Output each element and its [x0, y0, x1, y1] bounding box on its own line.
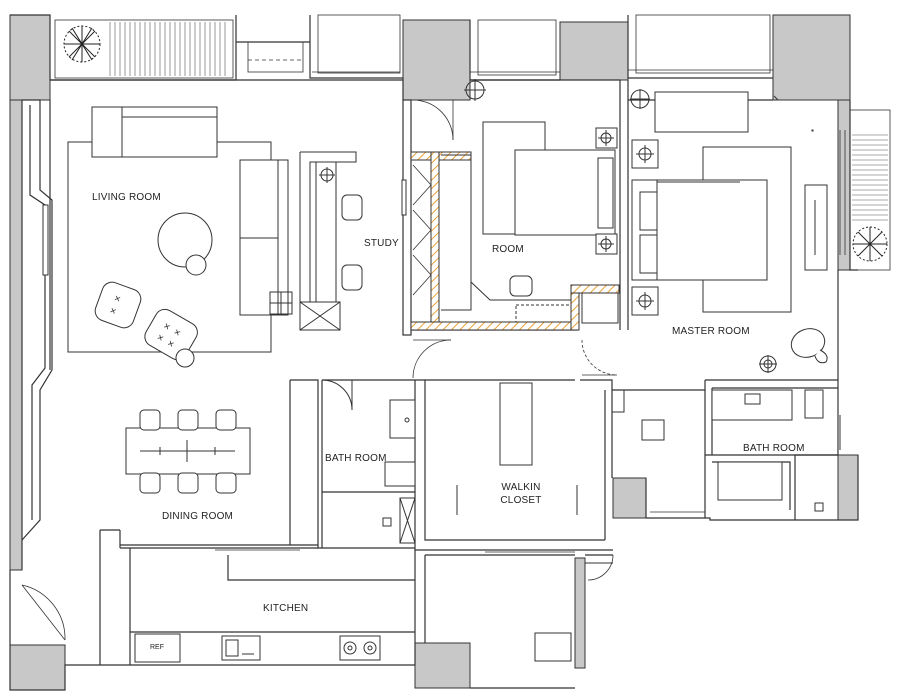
- master-room-furniture: [630, 89, 828, 373]
- study-furniture: [299, 151, 407, 331]
- room-label-bath-room-right: BATH ROOM: [743, 443, 805, 454]
- plant-top-left-icon: [63, 25, 101, 63]
- right-balcony: [849, 109, 891, 271]
- walkin-fixtures: [456, 382, 665, 515]
- room-label-kitchen: KITCHEN: [263, 603, 309, 614]
- room-label-master-room: MASTER ROOM: [672, 326, 750, 337]
- room-label-walkin-line2: CLOSET: [500, 495, 542, 506]
- svg-text:✕: ✕: [172, 327, 182, 338]
- plant-right-icon: [852, 226, 888, 262]
- svg-text:✕: ✕: [113, 294, 122, 305]
- dining-furniture: [125, 409, 251, 494]
- top-balcony: [54, 14, 773, 79]
- room-label-room: ROOM: [492, 244, 524, 255]
- room-label-walkin-line1: WALKIN: [501, 482, 541, 493]
- master-bath-fixtures: [711, 389, 841, 512]
- svg-text:✕: ✕: [108, 306, 117, 317]
- tv-unit: [42, 204, 49, 276]
- room-label-living-room: LIVING ROOM: [92, 192, 161, 203]
- room-label-dining-room: DINING ROOM: [162, 511, 234, 522]
- living-room-furniture: ✕ ✕ ✕ ✕ ✕ ✕: [67, 106, 293, 368]
- svg-text:✕: ✕: [155, 332, 165, 343]
- svg-text:✕: ✕: [162, 321, 172, 332]
- walls: [9, 14, 859, 691]
- room-label-study: STUDY: [364, 238, 399, 249]
- left-bath-fixtures: [321, 379, 416, 544]
- door-swings: [21, 99, 618, 641]
- wall-lines: [9, 14, 859, 691]
- room-label-bath-room-left: BATH ROOM: [325, 453, 387, 464]
- window-markers: [215, 130, 846, 553]
- svg-text:✕: ✕: [166, 338, 176, 349]
- room-furniture: [412, 79, 619, 324]
- kitchen-fixtures: [134, 562, 613, 663]
- fixture-label-ref: REF: [150, 644, 164, 651]
